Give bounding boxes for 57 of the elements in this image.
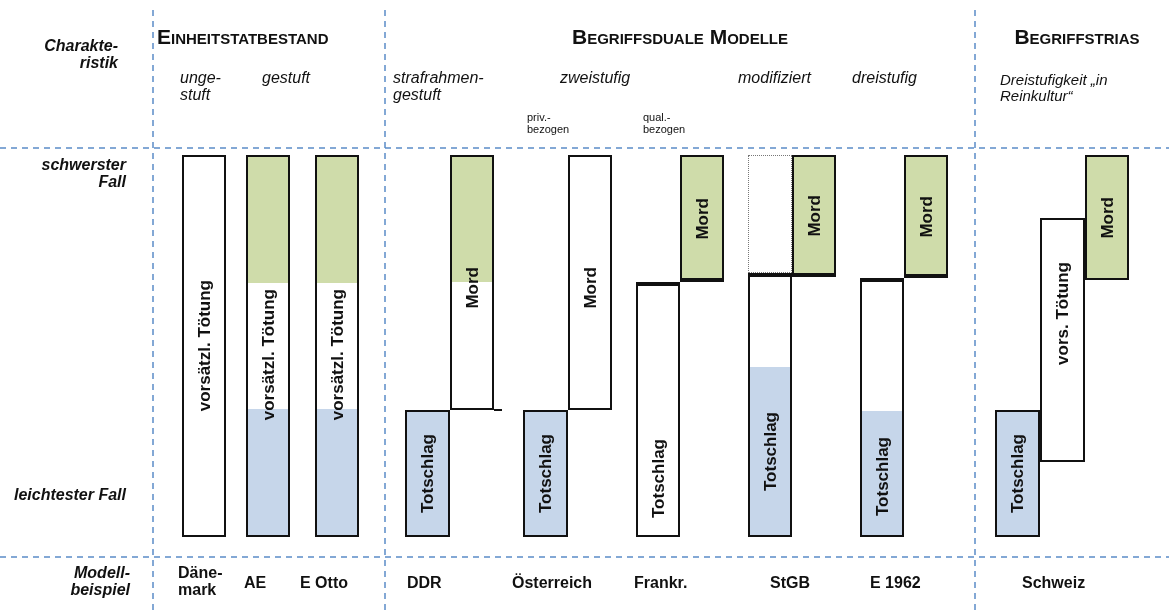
offense-bar: [182, 155, 226, 537]
model-name: AE: [244, 575, 268, 592]
offense-bar: [995, 410, 1040, 537]
bar-label: Totschlag: [873, 437, 891, 517]
offense-bar: [1040, 218, 1085, 462]
bar-label: Mord: [463, 266, 481, 309]
model-name: Frankr.: [634, 575, 689, 592]
model-name: DDR: [407, 575, 443, 592]
model-name: Däne- mark: [178, 565, 224, 599]
offense-bar: [636, 282, 680, 537]
offense-bar: [860, 278, 904, 537]
bar-label: Mord: [917, 195, 935, 238]
subheading: modifiziert: [738, 70, 813, 87]
bar-label: Totschlag: [761, 412, 779, 492]
bar-label: Totschlag: [1009, 434, 1026, 513]
subheading: priv.- bezogen: [527, 112, 571, 136]
subheading: zweistufig: [560, 70, 632, 87]
group-heading: Begriffstrias: [1013, 26, 1141, 49]
bar-label: vorsätzl. Tötung: [195, 280, 213, 412]
bar-label: Mord: [581, 266, 599, 309]
row-label: Modell- beispiel: [69, 565, 130, 599]
group-heading: Begriffsduale Modelle: [571, 26, 789, 49]
bar-label: Totschlag: [419, 434, 436, 513]
offense-bar: [523, 410, 568, 537]
offense-bar: [315, 155, 359, 537]
bar-label: Mord: [805, 195, 823, 237]
model-name: Schweiz: [1022, 575, 1087, 592]
bar-label: Mord: [1098, 196, 1116, 239]
offense-bar: [792, 155, 836, 277]
offense-bar: [1085, 155, 1129, 280]
bar-label: vorsätzl. Tötung: [259, 289, 277, 421]
offense-bar: [748, 273, 792, 537]
offense-bar: [680, 155, 724, 282]
offense-bar: [450, 155, 494, 410]
subheading: Dreistufigkeit „in Reinkultur“: [1000, 72, 1109, 104]
model-name: E 1962: [870, 575, 922, 592]
bar-label: vors. Tötung: [1054, 261, 1071, 365]
subheading: qual.- bezogen: [643, 112, 687, 136]
model-name: E Otto: [300, 575, 349, 592]
row-label: schwerster Fall: [40, 157, 126, 191]
bar-label: Totschlag: [649, 439, 667, 519]
offense-bar: [568, 155, 612, 410]
row-label: Charakte- ristik: [43, 38, 118, 72]
offense-bar: [246, 155, 290, 537]
bar-label: vorsätzl. Tötung: [328, 289, 346, 421]
model-name: Österreich: [512, 575, 594, 592]
offense-bar: [904, 155, 948, 278]
model-name: StGB: [770, 575, 811, 592]
subheading: strafrahmen- gestuft: [393, 70, 485, 104]
row-label: leichtester Fall: [12, 487, 126, 504]
bar-label: Mord: [693, 197, 711, 240]
subheading: unge- stuft: [180, 70, 222, 104]
bar-label: Totschlag: [537, 434, 554, 513]
subheading: dreistufig: [852, 70, 918, 87]
group-heading: Einheitstatbestand: [157, 26, 330, 49]
subheading: gestuft: [262, 70, 312, 87]
offense-bar: [405, 410, 450, 537]
